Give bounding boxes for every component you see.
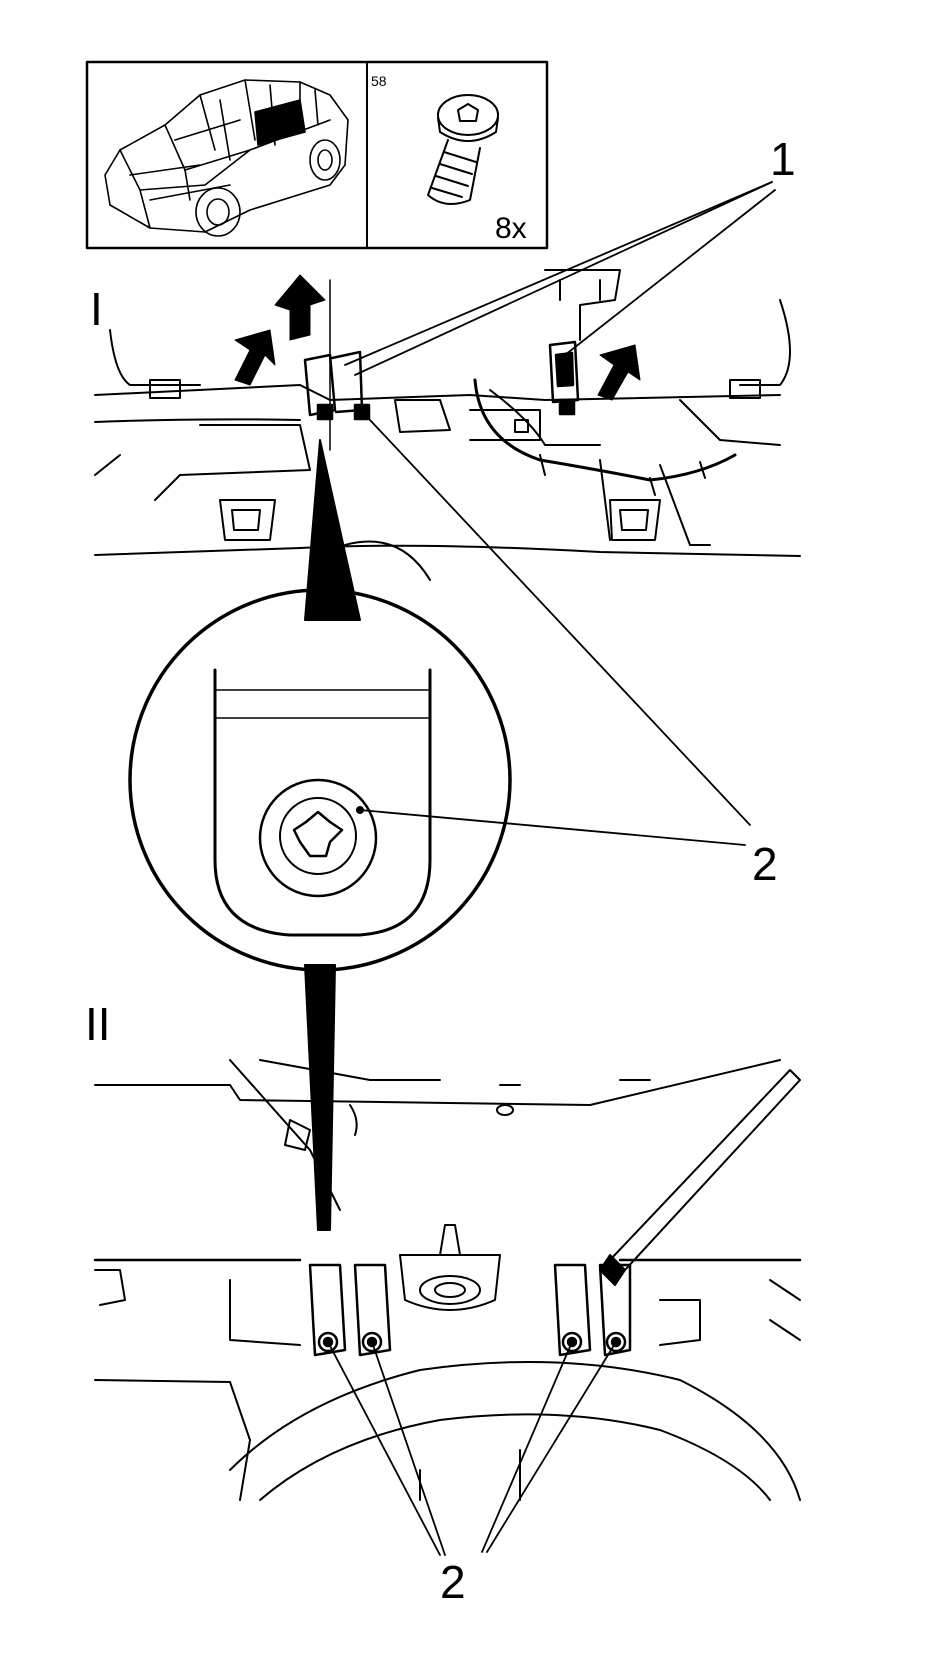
floor-panel-upper — [94, 269, 801, 581]
lower-anchor-brackets — [308, 1263, 632, 1357]
view-label-upper: I — [90, 283, 103, 335]
seat-belt-bracket-left — [303, 350, 371, 421]
view-one: I — [90, 133, 801, 826]
anchor-bolt — [605, 1331, 627, 1353]
vehicle-location-icon — [104, 79, 349, 237]
magnifier-pointer-lower — [304, 964, 336, 1231]
view-two: II — [85, 998, 802, 1608]
callout-two-leaders-lower — [327, 1341, 617, 1556]
inset-panel: 58 8x — [85, 60, 549, 250]
torx-socket-icon — [292, 810, 344, 858]
inset-frame — [85, 60, 549, 250]
seat-belt-bracket-right — [548, 340, 580, 416]
callout-two-leader-detail — [359, 809, 746, 846]
magnifier-pointer-upper — [304, 439, 361, 621]
anchor-bolt — [361, 1331, 383, 1353]
callout-two-detail-label: 2 — [752, 838, 778, 890]
bolt-head-outer — [258, 778, 378, 898]
highlight-area — [254, 99, 306, 146]
view-label-lower: II — [85, 998, 111, 1050]
callout-one-leaders — [344, 181, 776, 376]
quantity-label: 8x — [495, 212, 527, 245]
anchor-bolt — [561, 1331, 583, 1353]
floor-panel-lower — [93, 1059, 802, 1501]
removal-arrow-icons — [234, 274, 641, 401]
detail-magnifier: 2 — [128, 439, 778, 1231]
anchor-bolt — [317, 1331, 339, 1353]
callout-two-leader-upper — [369, 419, 751, 826]
part-number-label: 58 — [371, 73, 387, 89]
callout-two-bottom-label: 2 — [440, 1556, 466, 1608]
callout-one-label: 1 — [770, 133, 796, 185]
torx-bolt-icon — [427, 94, 499, 205]
